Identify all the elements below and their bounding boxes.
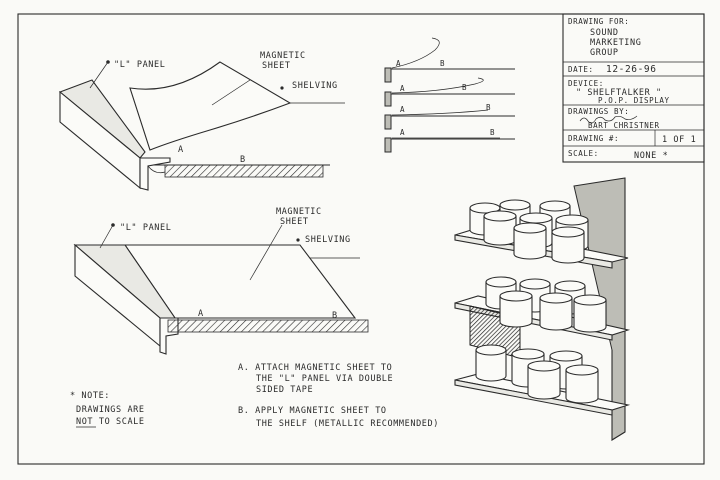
sheet-border [17, 13, 705, 465]
seq-b-2: B [462, 83, 467, 92]
note-line-2-rest: TO SCALE [93, 417, 144, 427]
drawing-no-value: 1 OF 1 [662, 135, 696, 145]
top-l-panel-label: "L" PANEL [114, 60, 165, 70]
seq-a-2: A [400, 84, 405, 93]
device-line-2: P.O.P. DISPLAY [598, 96, 670, 105]
date-value: 12-26-96 [606, 64, 657, 75]
sequence-clip-1 [384, 67, 392, 83]
bottom-label-a: A [198, 309, 204, 319]
top-magnetic-label-2: SHEET [262, 61, 291, 71]
step-a-line-2: THE "L" PANEL VIA DOUBLE [256, 374, 393, 384]
bottom-l-panel-label: "L" PANEL [120, 223, 171, 233]
shelf-hatch-2 [167, 319, 369, 333]
note: * NOTE: DRAWINGS ARE NOT TO SCALE [70, 391, 145, 428]
sequence-clip-4 [384, 137, 392, 153]
seq-a-3: A [400, 105, 405, 114]
top-magnetic-label-1: MAGNETIC [260, 51, 306, 61]
title-block: DRAWING FOR: SOUND MARKETING GROUP DATE:… [562, 13, 705, 163]
date-label: DATE: [568, 65, 594, 74]
device-label: DEVICE: [568, 79, 604, 88]
device-line-1: " SHELFTALKER " [576, 88, 662, 98]
top-label-a: A [178, 145, 184, 155]
cans-bottom-shelf [475, 344, 599, 404]
shelf-hatch [164, 164, 324, 178]
step-b-line-2: THE SHELF (METALLIC RECOMMENDED) [256, 419, 439, 429]
cans-top-shelf [469, 199, 589, 264]
note-heading: * NOTE: [70, 391, 110, 401]
top-label-b: B [240, 155, 246, 165]
seq-b-4: B [490, 128, 495, 137]
drawn-for-line-2: MARKETING [590, 38, 641, 48]
drawing-no-label: DRAWING #: [568, 134, 619, 143]
drawn-for-line-3: GROUP [590, 48, 619, 58]
drawings-by-name: BART CHRISTNER [588, 121, 660, 130]
drawn-for-line-1: SOUND [590, 28, 619, 38]
step-a-line-3: SIDED TAPE [256, 385, 313, 395]
bottom-label-b: B [332, 311, 338, 321]
drawn-for-label: DRAWING FOR: [568, 17, 629, 26]
bottom-shelving-label: SHELVING [305, 235, 351, 245]
cans-middle-shelf [485, 276, 607, 333]
bottom-magnetic-label-1: MAGNETIC [276, 207, 322, 217]
seq-b-3: B [486, 103, 491, 112]
shelf-display-illustration [454, 177, 631, 441]
sequence-figure: A B A B A B A B [384, 37, 515, 153]
top-left-figure: "L" PANEL MAGNETIC SHEET SHELVING A B [58, 51, 345, 191]
note-not-word: NOT [76, 417, 93, 427]
sequence-clip-2 [384, 91, 392, 107]
scale-label: SCALE: [568, 149, 599, 158]
note-line-2: NOT TO SCALE [76, 417, 145, 427]
step-a-line-1: A. ATTACH MAGNETIC SHEET TO [238, 363, 392, 373]
signature-scribble [579, 115, 638, 124]
bottom-left-figure: "L" PANEL MAGNETIC SHEET SHELVING A B [73, 207, 369, 355]
bottom-magnetic-label-2: SHEET [280, 217, 309, 227]
step-b-line-1: B. APPLY MAGNETIC SHEET TO [238, 406, 387, 416]
instructions: A. ATTACH MAGNETIC SHEET TO THE "L" PANE… [238, 363, 439, 429]
seq-a-4: A [400, 128, 405, 137]
top-shelving-label: SHELVING [292, 81, 338, 91]
scale-value: NONE * [634, 151, 668, 161]
sequence-clip-3 [384, 114, 392, 130]
seq-b-1: B [440, 59, 445, 68]
seq-a-1: A [396, 59, 401, 68]
magnetic-sheet-shape [129, 61, 292, 151]
note-line-1: DRAWINGS ARE [76, 405, 145, 415]
drawings-by-label: DRAWINGS BY: [568, 107, 629, 116]
